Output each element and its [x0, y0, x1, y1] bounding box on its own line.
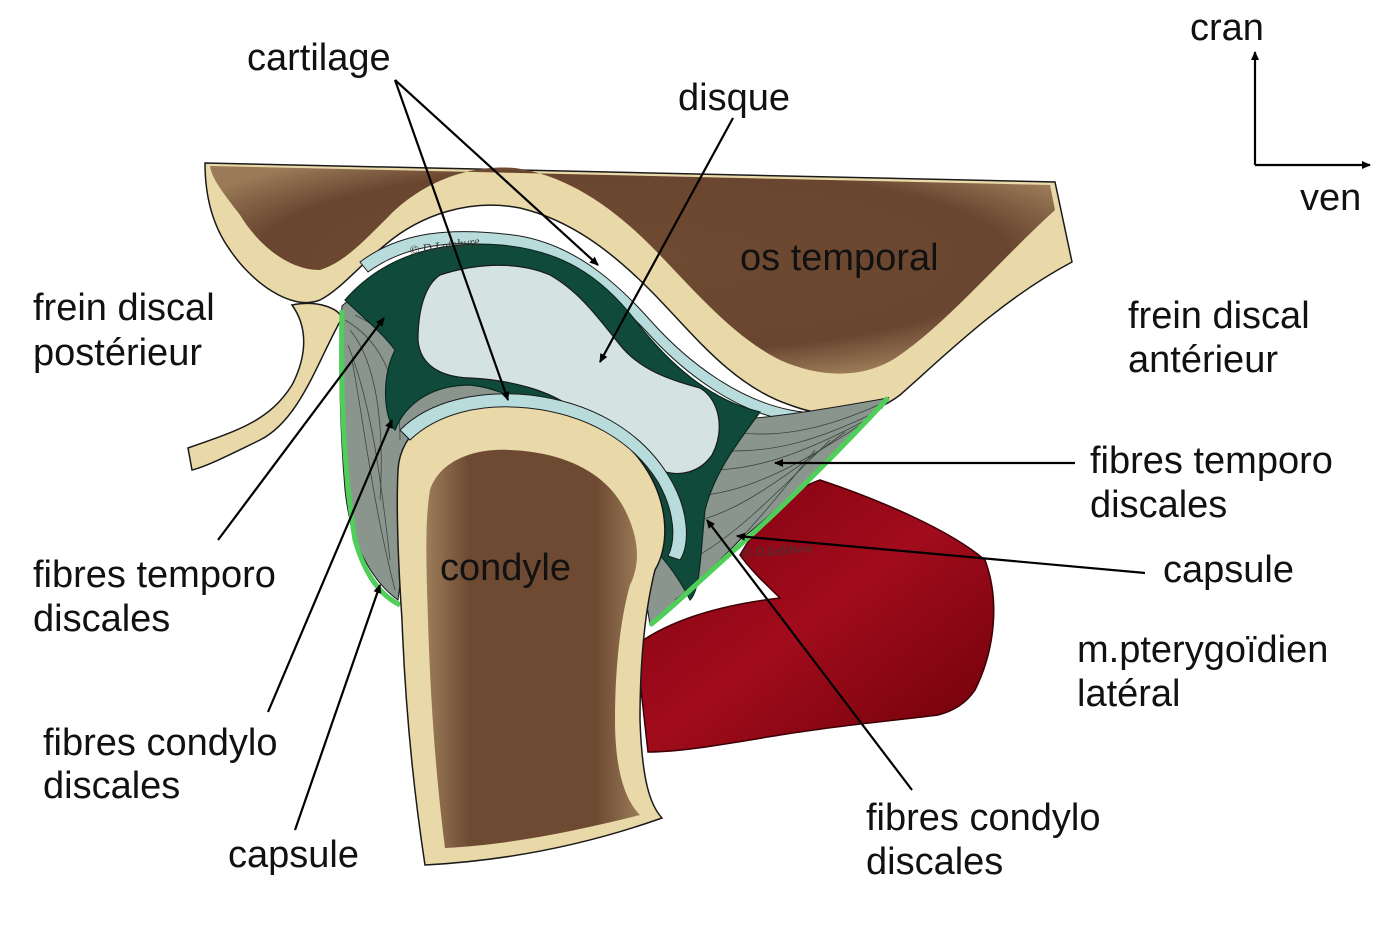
- label-condyle: condyle: [440, 547, 571, 589]
- condyle-cartilage: [399, 393, 687, 561]
- label-frein-posterieur-1: frein discal: [33, 287, 215, 329]
- label-muscle-2: latéral: [1077, 673, 1181, 715]
- lateral-pterygoid-muscle: [635, 479, 995, 753]
- label-disque: disque: [678, 77, 790, 119]
- label-muscle-1: m.pterygoïdien: [1077, 629, 1328, 671]
- label-frein-posterieur-2: postérieur: [33, 332, 202, 374]
- condyle-marrow: [426, 449, 640, 848]
- temporal-bone-marrow: [210, 166, 1055, 374]
- watermark-bottom: © D.Lefebvre: [741, 540, 813, 560]
- axis-label-cran: cran: [1190, 7, 1264, 49]
- label-fibres-temporo-right-1: fibres temporo: [1090, 440, 1333, 482]
- label-fibres-condylo-left-1: fibres condylo: [43, 722, 277, 764]
- label-fibres-condylo-right-2: discales: [866, 841, 1003, 883]
- label-fibres-condylo-right-1: fibres condylo: [866, 797, 1100, 839]
- label-fibres-temporo-left-2: discales: [33, 598, 170, 640]
- label-capsule-right: capsule: [1163, 549, 1294, 591]
- label-os-temporal: os temporal: [740, 237, 939, 279]
- label-capsule-left: capsule: [228, 834, 359, 876]
- label-cartilage: cartilage: [247, 37, 391, 79]
- label-fibres-temporo-left-1: fibres temporo: [33, 554, 276, 596]
- orientation-axes: cran ven: [1190, 7, 1371, 219]
- leader-lines: [217, 79, 1146, 831]
- label-fibres-temporo-right-2: discales: [1090, 484, 1227, 526]
- axis-label-ven: ven: [1300, 177, 1361, 219]
- label-frein-anterieur-1: frein discal: [1128, 295, 1310, 337]
- label-frein-anterieur-2: antérieur: [1128, 339, 1278, 381]
- label-fibres-condylo-left-2: discales: [43, 765, 180, 807]
- disc-centre: [417, 264, 720, 475]
